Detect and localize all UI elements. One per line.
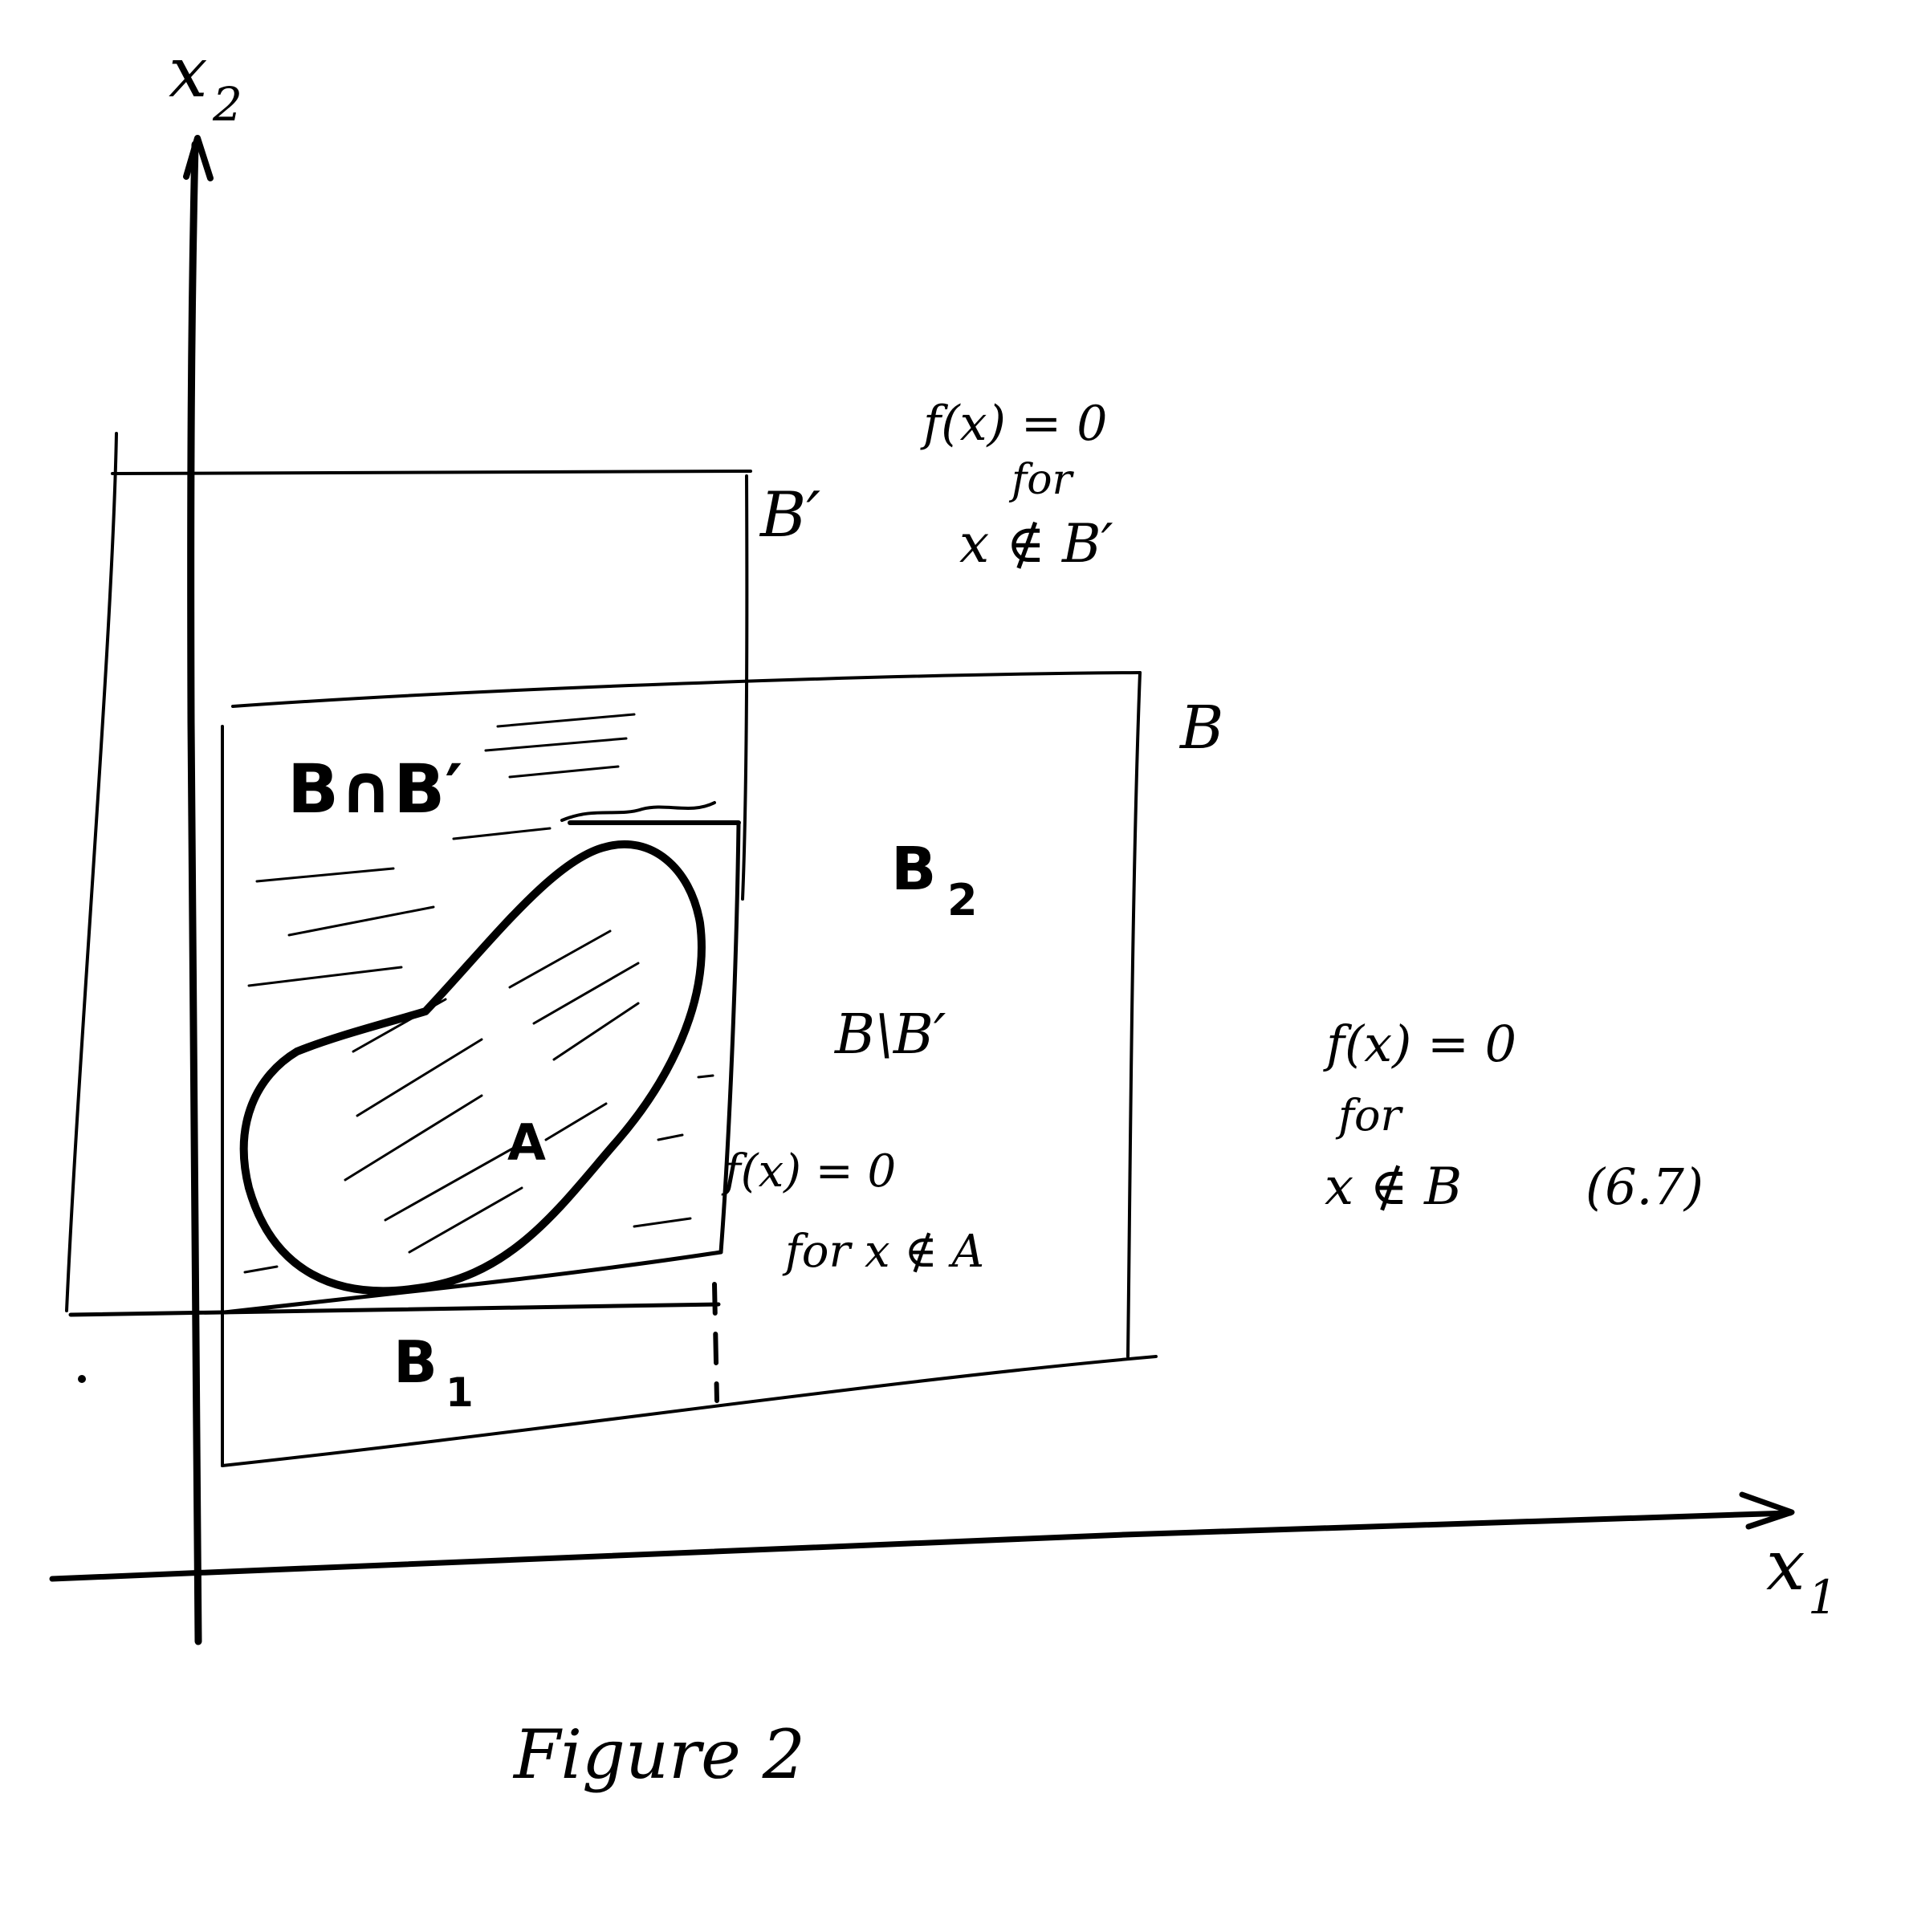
b-prime-bottom-edge — [68, 1302, 721, 1317]
x2-axis-arrowhead — [183, 135, 214, 181]
annotation-line: x ∉ B′ — [959, 513, 1113, 575]
b1-b2-dashed-divider — [712, 1282, 719, 1403]
b1-label-subscript: 1 — [446, 1369, 474, 1416]
hatch-line — [243, 1265, 279, 1274]
b1-label: B — [393, 1328, 438, 1396]
hatch-line — [287, 905, 435, 937]
hatch-line — [247, 966, 403, 987]
b-bottom-edge — [221, 1355, 1158, 1467]
x1-axis-arrowhead — [1739, 1491, 1795, 1530]
hatch-line — [508, 765, 620, 779]
x2-axis-label: x — [169, 33, 208, 113]
hatch-line — [484, 737, 628, 752]
x2-axis-line — [187, 140, 202, 1645]
a-hatch-line — [408, 1186, 523, 1254]
annotation-line: f(x) = 0 — [920, 396, 1107, 452]
a-hatch-line — [552, 1002, 640, 1061]
a-hatch-line — [508, 929, 612, 989]
annotation-outside-a: f(x) = 0 for x ∉ A — [721, 1145, 984, 1278]
a-hatch-line — [384, 1146, 515, 1222]
b-right-edge — [1126, 671, 1142, 1358]
hatch-line — [657, 1133, 684, 1141]
b2-label: B — [891, 835, 936, 904]
a-hatch-line — [544, 1102, 608, 1141]
b-minus-b-prime-label: B\B′ — [833, 1003, 946, 1067]
b-label: B — [1178, 693, 1223, 763]
a-hatch-line — [532, 962, 640, 1025]
annotation-outside-b: f(x) = 0 for x ∉ B (6.7) — [1323, 1015, 1704, 1217]
rectangle-b-prime: B′ — [65, 432, 820, 1317]
intersection-bottom-edge — [222, 1250, 723, 1315]
set-a: A — [239, 840, 706, 1295]
axes: x 1 x 2 — [49, 33, 1838, 1645]
hatch-line — [633, 1217, 692, 1228]
annotation-line: for — [1008, 456, 1075, 504]
annotation-outside-b-prime: f(x) = 0 for x ∉ B′ — [920, 396, 1113, 575]
b-left-edge — [219, 725, 224, 1467]
b-cap-b-prime-label: B∩B′ — [287, 750, 462, 828]
b-prime-label: B′ — [759, 479, 820, 551]
rectangle-b: B — [219, 671, 1223, 1467]
intersection-scribble — [560, 801, 716, 822]
annotation-line: for x ∉ A — [782, 1226, 984, 1278]
b-prime-top-edge — [111, 470, 752, 475]
annotation-line: x ∉ B — [1325, 1157, 1462, 1217]
x1-axis-label-subscript: 1 — [1808, 1570, 1838, 1625]
hatch-line — [255, 867, 395, 883]
b-prime-right-edge — [741, 474, 749, 901]
intersection-right-edge — [718, 820, 741, 1255]
a-hatch-line — [356, 1038, 483, 1117]
b2-label-subscript: 2 — [947, 875, 978, 925]
set-a-boundary — [239, 840, 706, 1295]
a-hatch-line — [344, 1094, 483, 1182]
annotation-line: f(x) = 0 — [1323, 1015, 1516, 1073]
hatching-b-cap-b-prime — [243, 713, 714, 1274]
hatch-line — [452, 827, 552, 840]
b-top-edge — [231, 671, 1142, 708]
x1-axis-label: x — [1766, 1526, 1805, 1606]
equation-number: (6.7) — [1585, 1157, 1704, 1216]
figure-caption: Figure 2 — [512, 1715, 805, 1794]
x1-axis-line — [49, 1510, 1793, 1582]
annotation-line: f(x) = 0 — [721, 1145, 896, 1198]
set-a-label: A — [507, 1113, 546, 1172]
hatch-line — [697, 1074, 714, 1079]
stray-dot — [78, 1375, 86, 1383]
x2-axis-label-subscript: 2 — [212, 77, 242, 132]
annotation-line: for — [1335, 1090, 1403, 1141]
intersection-boundary — [78, 801, 741, 1403]
a-hatch-line — [352, 998, 447, 1053]
b-prime-left-edge — [65, 432, 118, 1312]
hatch-line — [496, 713, 636, 728]
